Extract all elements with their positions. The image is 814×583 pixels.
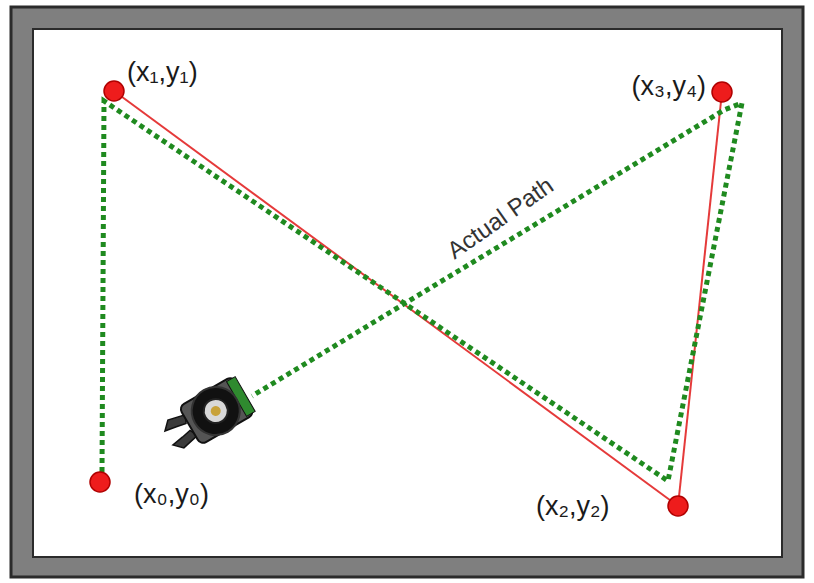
point-label: (x₁,y₁) <box>127 58 198 88</box>
point-label: (x₂,y₂) <box>536 492 609 522</box>
arena-floor <box>33 29 782 557</box>
robot-icon <box>157 373 257 459</box>
arena-wall <box>11 7 803 577</box>
planned-path <box>114 91 722 506</box>
waypoint-dots <box>90 81 732 516</box>
point-label: (x₀,y₀) <box>134 480 209 510</box>
actual-path <box>102 101 742 481</box>
point-label: (x₃,y₄) <box>631 72 706 102</box>
